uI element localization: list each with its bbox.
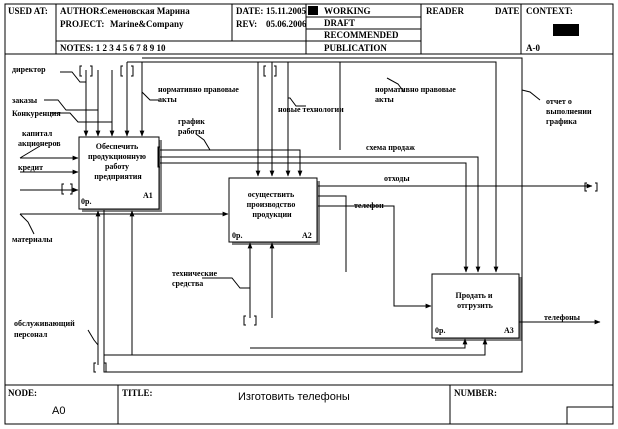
notes-label: NOTES: 1 2 3 4 5 6 7 8 9 10 bbox=[60, 43, 166, 53]
box-a3-title: Продать и отгрузить bbox=[455, 291, 494, 310]
label-director: директор bbox=[12, 65, 46, 74]
working-status-mark bbox=[308, 6, 318, 15]
rev-value: 05.06.2006 bbox=[266, 19, 307, 29]
label-schedule: график работы bbox=[178, 117, 207, 136]
label-staff: обслуживающий персонал bbox=[14, 319, 77, 339]
box-a3-frame bbox=[431, 273, 520, 339]
context-label: CONTEXT: bbox=[526, 6, 573, 16]
context-thumbnail bbox=[553, 24, 579, 36]
box-a1-node: A1 bbox=[143, 191, 153, 200]
box-a2[interactable]: осуществить производство продукции 0р. A… bbox=[228, 177, 320, 245]
label-sales-scheme: схема продаж bbox=[366, 143, 415, 152]
status-draft: DRAFT bbox=[324, 18, 355, 28]
project-value: Marine&Company bbox=[110, 19, 184, 29]
arrow-tech-a3[interactable] bbox=[250, 338, 468, 349]
reader-label: READER bbox=[426, 6, 465, 16]
arrow-schedule-a2[interactable] bbox=[160, 149, 303, 177]
label-capital: капитал акционеров bbox=[18, 129, 61, 148]
box-a2-title: осуществить производство продукции bbox=[247, 190, 298, 219]
arrow-sales-scheme-a3[interactable] bbox=[160, 156, 481, 273]
leader-normative bbox=[141, 91, 160, 101]
leader-schedule bbox=[195, 133, 211, 151]
leader-normative-right bbox=[386, 77, 405, 93]
project-label: PROJECT: bbox=[60, 19, 104, 29]
date-value: 15.11.2005 bbox=[266, 6, 307, 16]
arrow-schedule-a3[interactable] bbox=[160, 162, 469, 273]
status-working: WORKING bbox=[324, 6, 371, 16]
box-a1-title: Обеспечить продукционную работу предприя… bbox=[88, 142, 148, 181]
label-report: отчет о выполнении графика bbox=[546, 97, 594, 126]
author-label: AUTHOR: bbox=[60, 6, 103, 16]
box-a2-node: A2 bbox=[302, 231, 312, 240]
footer: NODE: A0 TITLE: Изготовить телефоны NUMB… bbox=[5, 384, 614, 425]
label-new-tech: новые технологии bbox=[278, 105, 344, 114]
leader-report bbox=[521, 89, 541, 101]
label-phone: телефон bbox=[354, 201, 384, 210]
leader-competition bbox=[50, 112, 112, 123]
label-waste: отходы bbox=[384, 174, 410, 183]
node-label: NODE: bbox=[8, 388, 37, 398]
leader-staff bbox=[87, 329, 99, 346]
label-orders: заказы bbox=[12, 96, 38, 105]
label-materials: материалы bbox=[12, 235, 53, 244]
label-credit: кредит bbox=[18, 163, 43, 172]
label-tech-means: технические средства bbox=[172, 269, 219, 288]
leader-director bbox=[60, 71, 86, 83]
label-normative-top: нормативно правовые акты bbox=[158, 85, 241, 104]
label-normative-right: нормативно правовые акты bbox=[375, 85, 458, 104]
rev-label: REV: bbox=[236, 19, 257, 29]
box-a3-cost: 0р. bbox=[435, 326, 445, 335]
box-a2-frame bbox=[228, 177, 318, 243]
header: USED AT: AUTHOR: Семеновская Марина PROJ… bbox=[5, 4, 613, 55]
arrow-phone-a3[interactable] bbox=[318, 205, 432, 309]
leader-materials bbox=[19, 213, 35, 235]
box-a1[interactable]: Обеспечить продукционную работу предприя… bbox=[78, 136, 162, 212]
title-label: TITLE: bbox=[122, 388, 153, 398]
reader-date-label: DATE bbox=[495, 6, 519, 16]
box-a3[interactable]: Продать и отгрузить 0р. A3 bbox=[431, 273, 522, 341]
status-publication: PUBLICATION bbox=[324, 43, 387, 53]
status-recommended: RECOMMENDED bbox=[324, 30, 399, 40]
author-value: Семеновская Марина bbox=[101, 6, 190, 16]
arrow-labels: директор заказы Конкуренция нормативно п… bbox=[12, 65, 594, 339]
arrow-feedback-loop[interactable] bbox=[103, 57, 523, 373]
box-a3-node: A3 bbox=[504, 326, 514, 335]
used-at-label: USED AT: bbox=[8, 6, 48, 16]
date-label: DATE: bbox=[236, 6, 263, 16]
leader-tech bbox=[202, 277, 250, 289]
label-phones: телефоны bbox=[544, 313, 581, 322]
outer-frame bbox=[4, 3, 614, 425]
diagram-title: Изготовить телефоны bbox=[238, 391, 350, 403]
box-a2-cost: 0р. bbox=[232, 231, 242, 240]
arrow-normative-a3[interactable] bbox=[127, 61, 499, 273]
label-competition: Конкуренция bbox=[12, 109, 61, 118]
context-node: A-0 bbox=[526, 43, 540, 53]
node-value: A0 bbox=[52, 405, 65, 417]
arrow-phone-a2[interactable] bbox=[318, 195, 347, 272]
box-a1-frame bbox=[78, 136, 160, 210]
arrow-staff-a3[interactable] bbox=[104, 338, 488, 356]
leader-capital bbox=[19, 145, 41, 159]
leader-orders bbox=[44, 99, 98, 111]
leader-newtech bbox=[288, 97, 306, 107]
box-a1-cost: 0р. bbox=[81, 197, 91, 206]
number-label: NUMBER: bbox=[454, 388, 497, 398]
tunnel-brackets bbox=[61, 65, 598, 373]
